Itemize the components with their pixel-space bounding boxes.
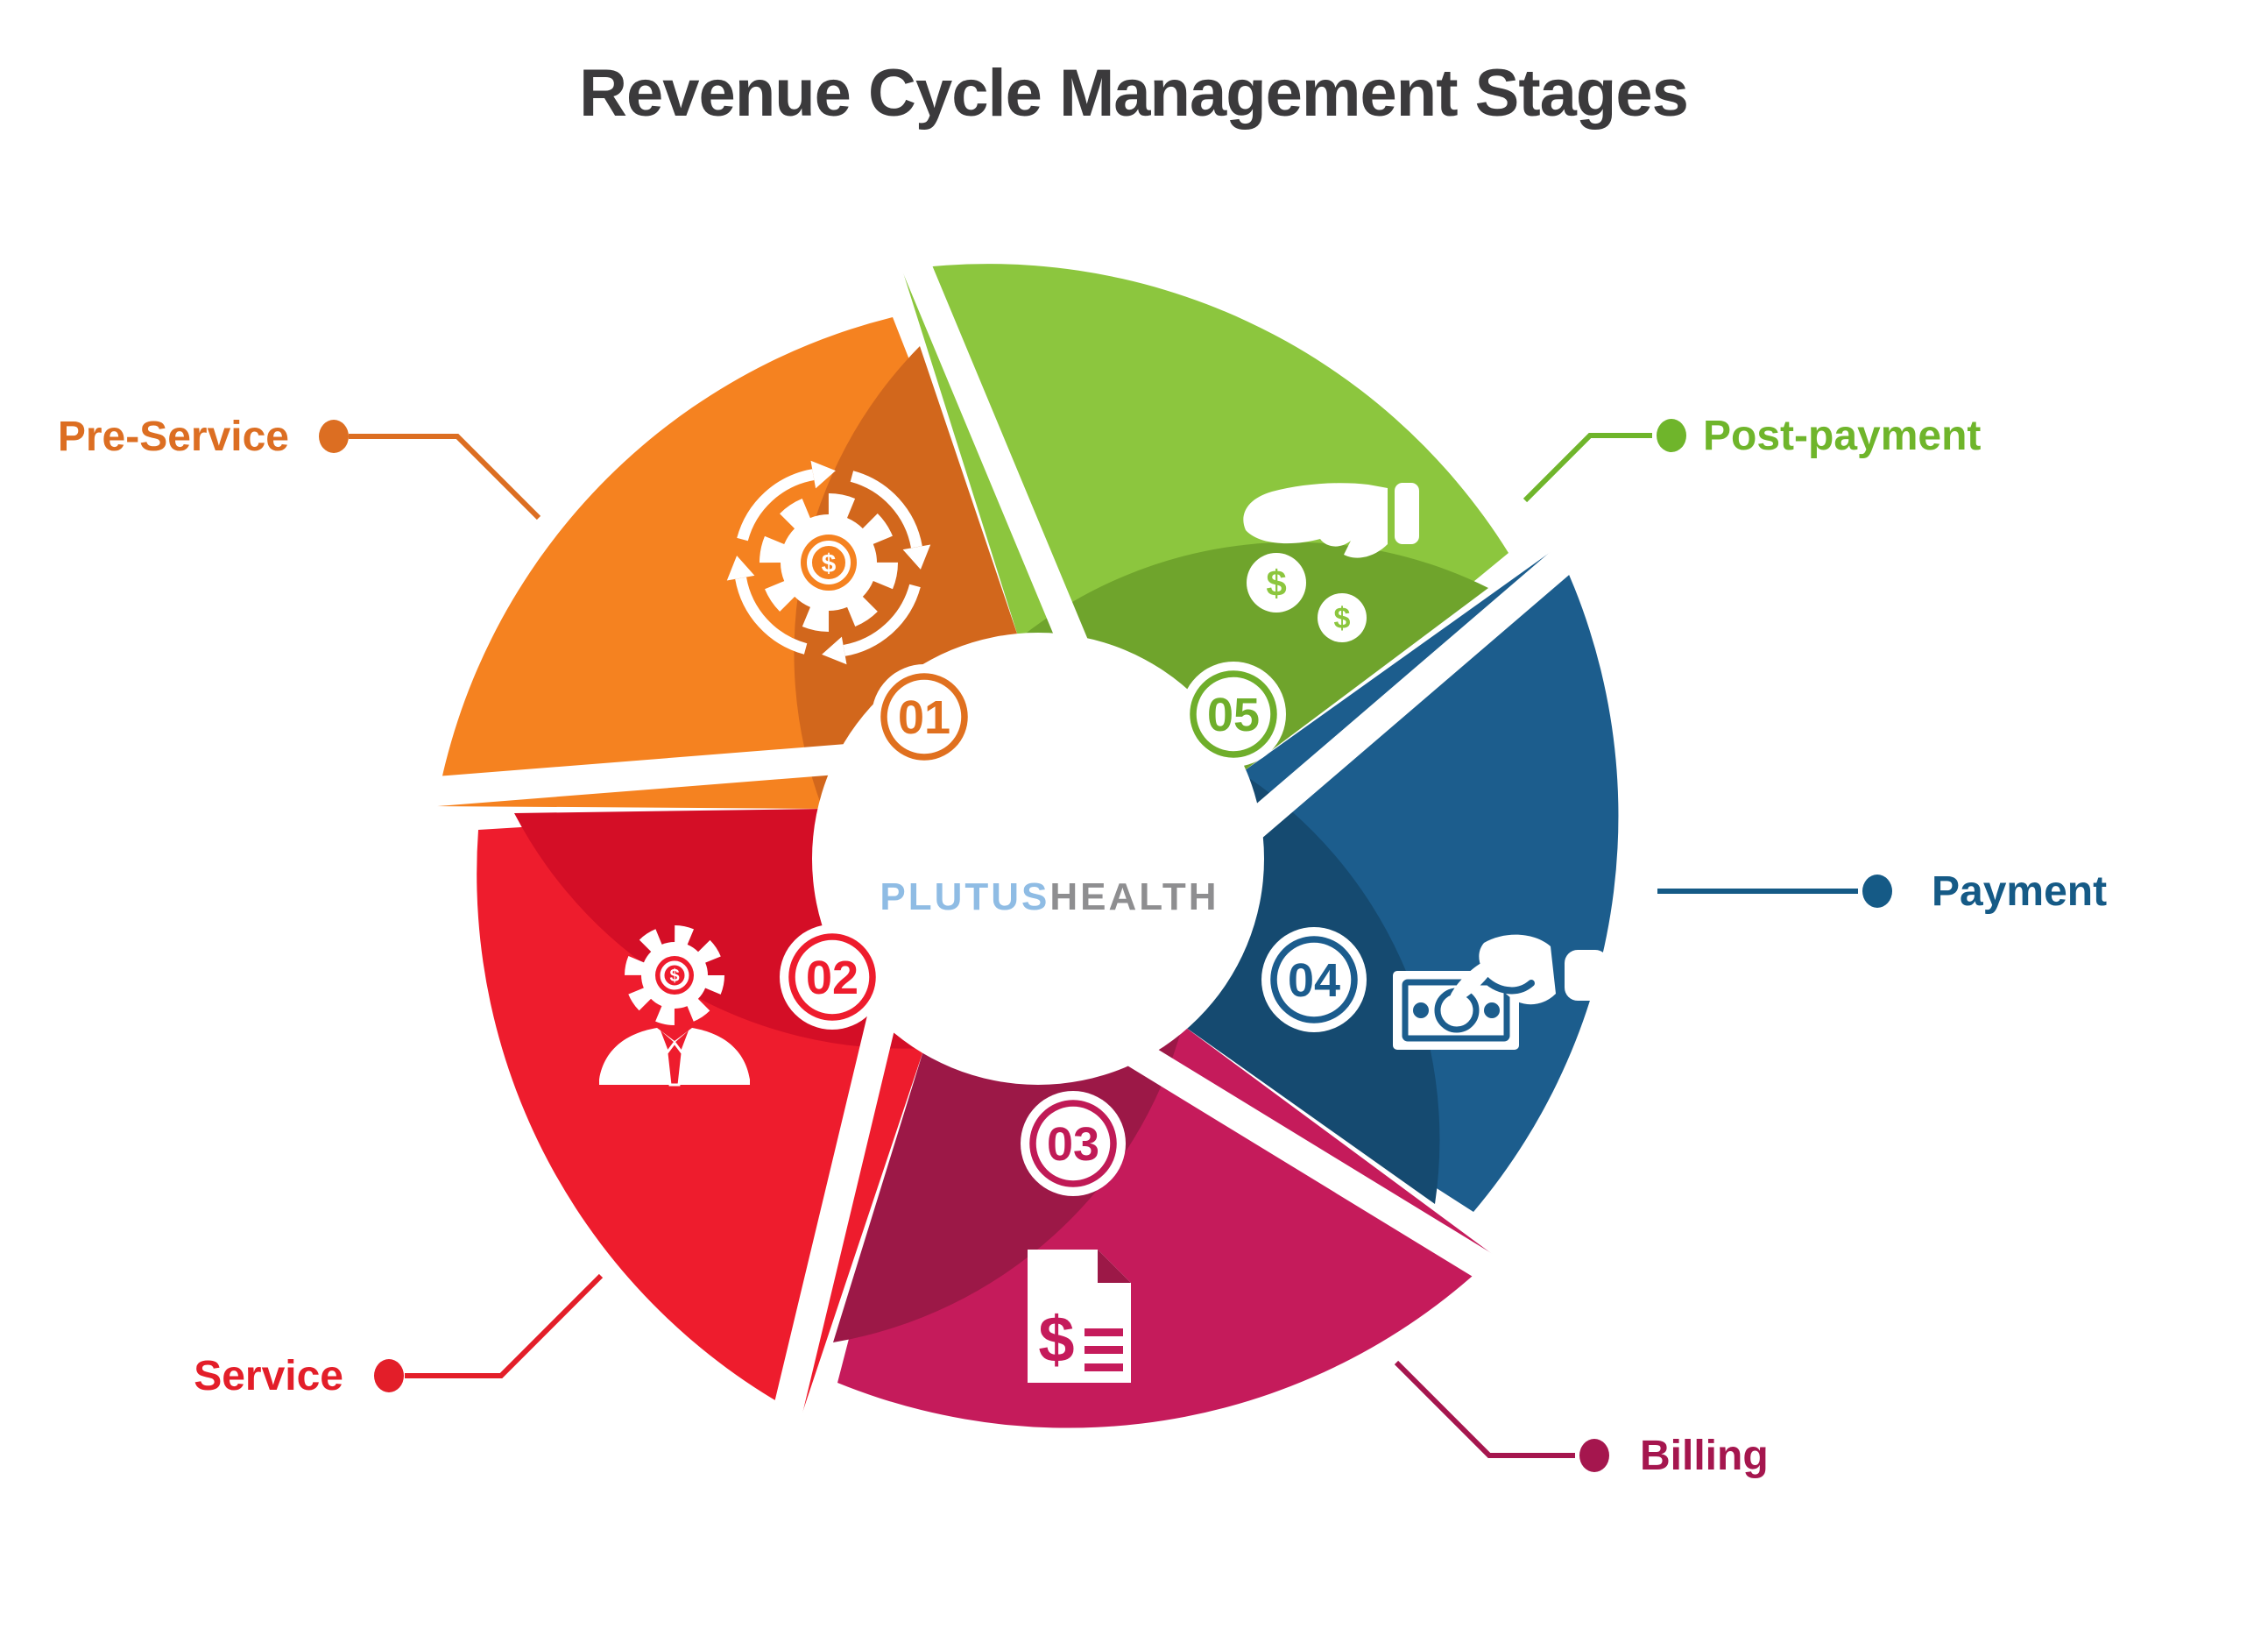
leader-dot (1579, 1439, 1609, 1472)
label-service: Service (194, 1273, 604, 1399)
cycle-wheel (334, 169, 1646, 1511)
label-post-payment: Post-payment (1523, 413, 1981, 503)
badge-04: 04 (1261, 927, 1367, 1032)
segment-pre-service (436, 317, 1019, 809)
label-pre-service: Pre-Service (58, 414, 541, 521)
gear-dollar-glyph: $ (669, 967, 679, 986)
invoice-dollar-icon: $ (1028, 1250, 1131, 1383)
label-billing: Billing (1394, 1360, 1769, 1479)
svg-text:05: 05 (1207, 689, 1260, 741)
svg-text:Billing: Billing (1640, 1433, 1769, 1479)
svg-text:04: 04 (1288, 954, 1340, 1007)
svg-text:Post-payment: Post-payment (1703, 413, 1981, 459)
svg-text:Service: Service (194, 1353, 343, 1399)
logo-plutus: PLUTUS (880, 875, 1049, 918)
page-title: Revenue Cycle Management Stages (579, 56, 1688, 131)
svg-text:03: 03 (1047, 1118, 1099, 1171)
dollar-glyph: $ (822, 549, 837, 578)
stage-badges: 01 02 03 04 05 (780, 662, 1367, 1196)
badge-01: 01 (872, 664, 977, 769)
label-payment: Payment (1657, 868, 2107, 915)
leader-dot (1657, 419, 1686, 452)
badge-02: 02 (780, 924, 885, 1030)
hand-dollar-coins-icon: $ $ (1243, 483, 1419, 642)
stage-labels: Pre-Service Service Billing Payment Post… (58, 413, 2107, 1479)
svg-text:01: 01 (898, 691, 950, 744)
badge-03: 03 (1021, 1091, 1126, 1196)
leader-dot (319, 420, 349, 453)
leader-dot (1862, 875, 1892, 908)
svg-text:02: 02 (806, 952, 858, 1004)
coin-dollar-glyph: $ (1266, 563, 1286, 604)
logo-health: HEALTH (1049, 875, 1219, 918)
cycle-gear-dollar-icon: $ (727, 460, 930, 664)
coin-dollar-glyph: $ (1334, 602, 1351, 635)
hand-money-bill-icon (1393, 934, 1608, 1050)
leader-dot (374, 1359, 404, 1392)
svg-text:Pre-Service: Pre-Service (58, 414, 289, 460)
svg-text:Payment: Payment (1932, 868, 2107, 915)
invoice-dollar-glyph: $ (1038, 1303, 1074, 1376)
segment-gaps (334, 169, 1646, 1511)
person-gear-dollar-icon: $ (599, 925, 750, 1087)
plutushealth-logo: PLUTUSHEALTH (880, 875, 1219, 918)
badge-05: 05 (1181, 662, 1286, 767)
segment-post-payment (902, 264, 1508, 773)
